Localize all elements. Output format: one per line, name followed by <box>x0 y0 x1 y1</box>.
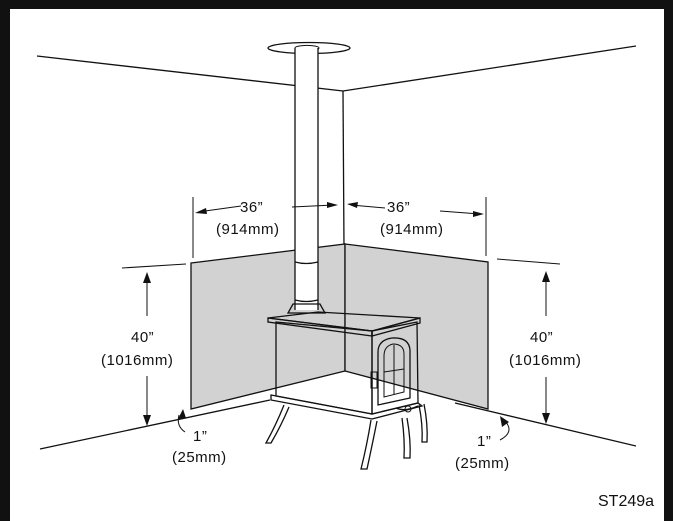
left-wall-width-dimension: 36” (914mm) <box>192 197 338 258</box>
right-height-mm: (1016mm) <box>509 352 581 369</box>
left-gap-dimension: 1” (25mm) <box>172 409 227 466</box>
wall-corner-line <box>342 90 345 249</box>
wood-stove <box>264 311 428 470</box>
left-wall-width-inches: 36” <box>240 199 263 216</box>
ceiling-lines <box>36 45 637 92</box>
left-height-mm: (1016mm) <box>101 352 173 369</box>
chimney-pipe <box>267 41 351 314</box>
floor-lines <box>39 399 637 450</box>
right-height-dimension: 40” (1016mm) <box>496 258 581 424</box>
right-gap-mm: (25mm) <box>455 455 510 472</box>
left-gap-mm: (25mm) <box>172 449 227 466</box>
right-wall-width-dimension: 36” (914mm) <box>347 197 487 256</box>
left-height-dimension: 40” (1016mm) <box>101 263 187 426</box>
right-wall-width-mm: (914mm) <box>380 221 444 238</box>
left-height-inches: 40” <box>131 329 154 346</box>
right-gap-dimension: 1” (25mm) <box>455 416 510 472</box>
right-height-inches: 40” <box>530 329 553 346</box>
figure-id: ST249a <box>598 493 654 510</box>
left-gap-inches: 1” <box>193 428 207 445</box>
right-gap-inches: 1” <box>477 433 491 450</box>
right-wall-width-inches: 36” <box>387 199 410 216</box>
left-wall-width-mm: (914mm) <box>216 221 280 238</box>
